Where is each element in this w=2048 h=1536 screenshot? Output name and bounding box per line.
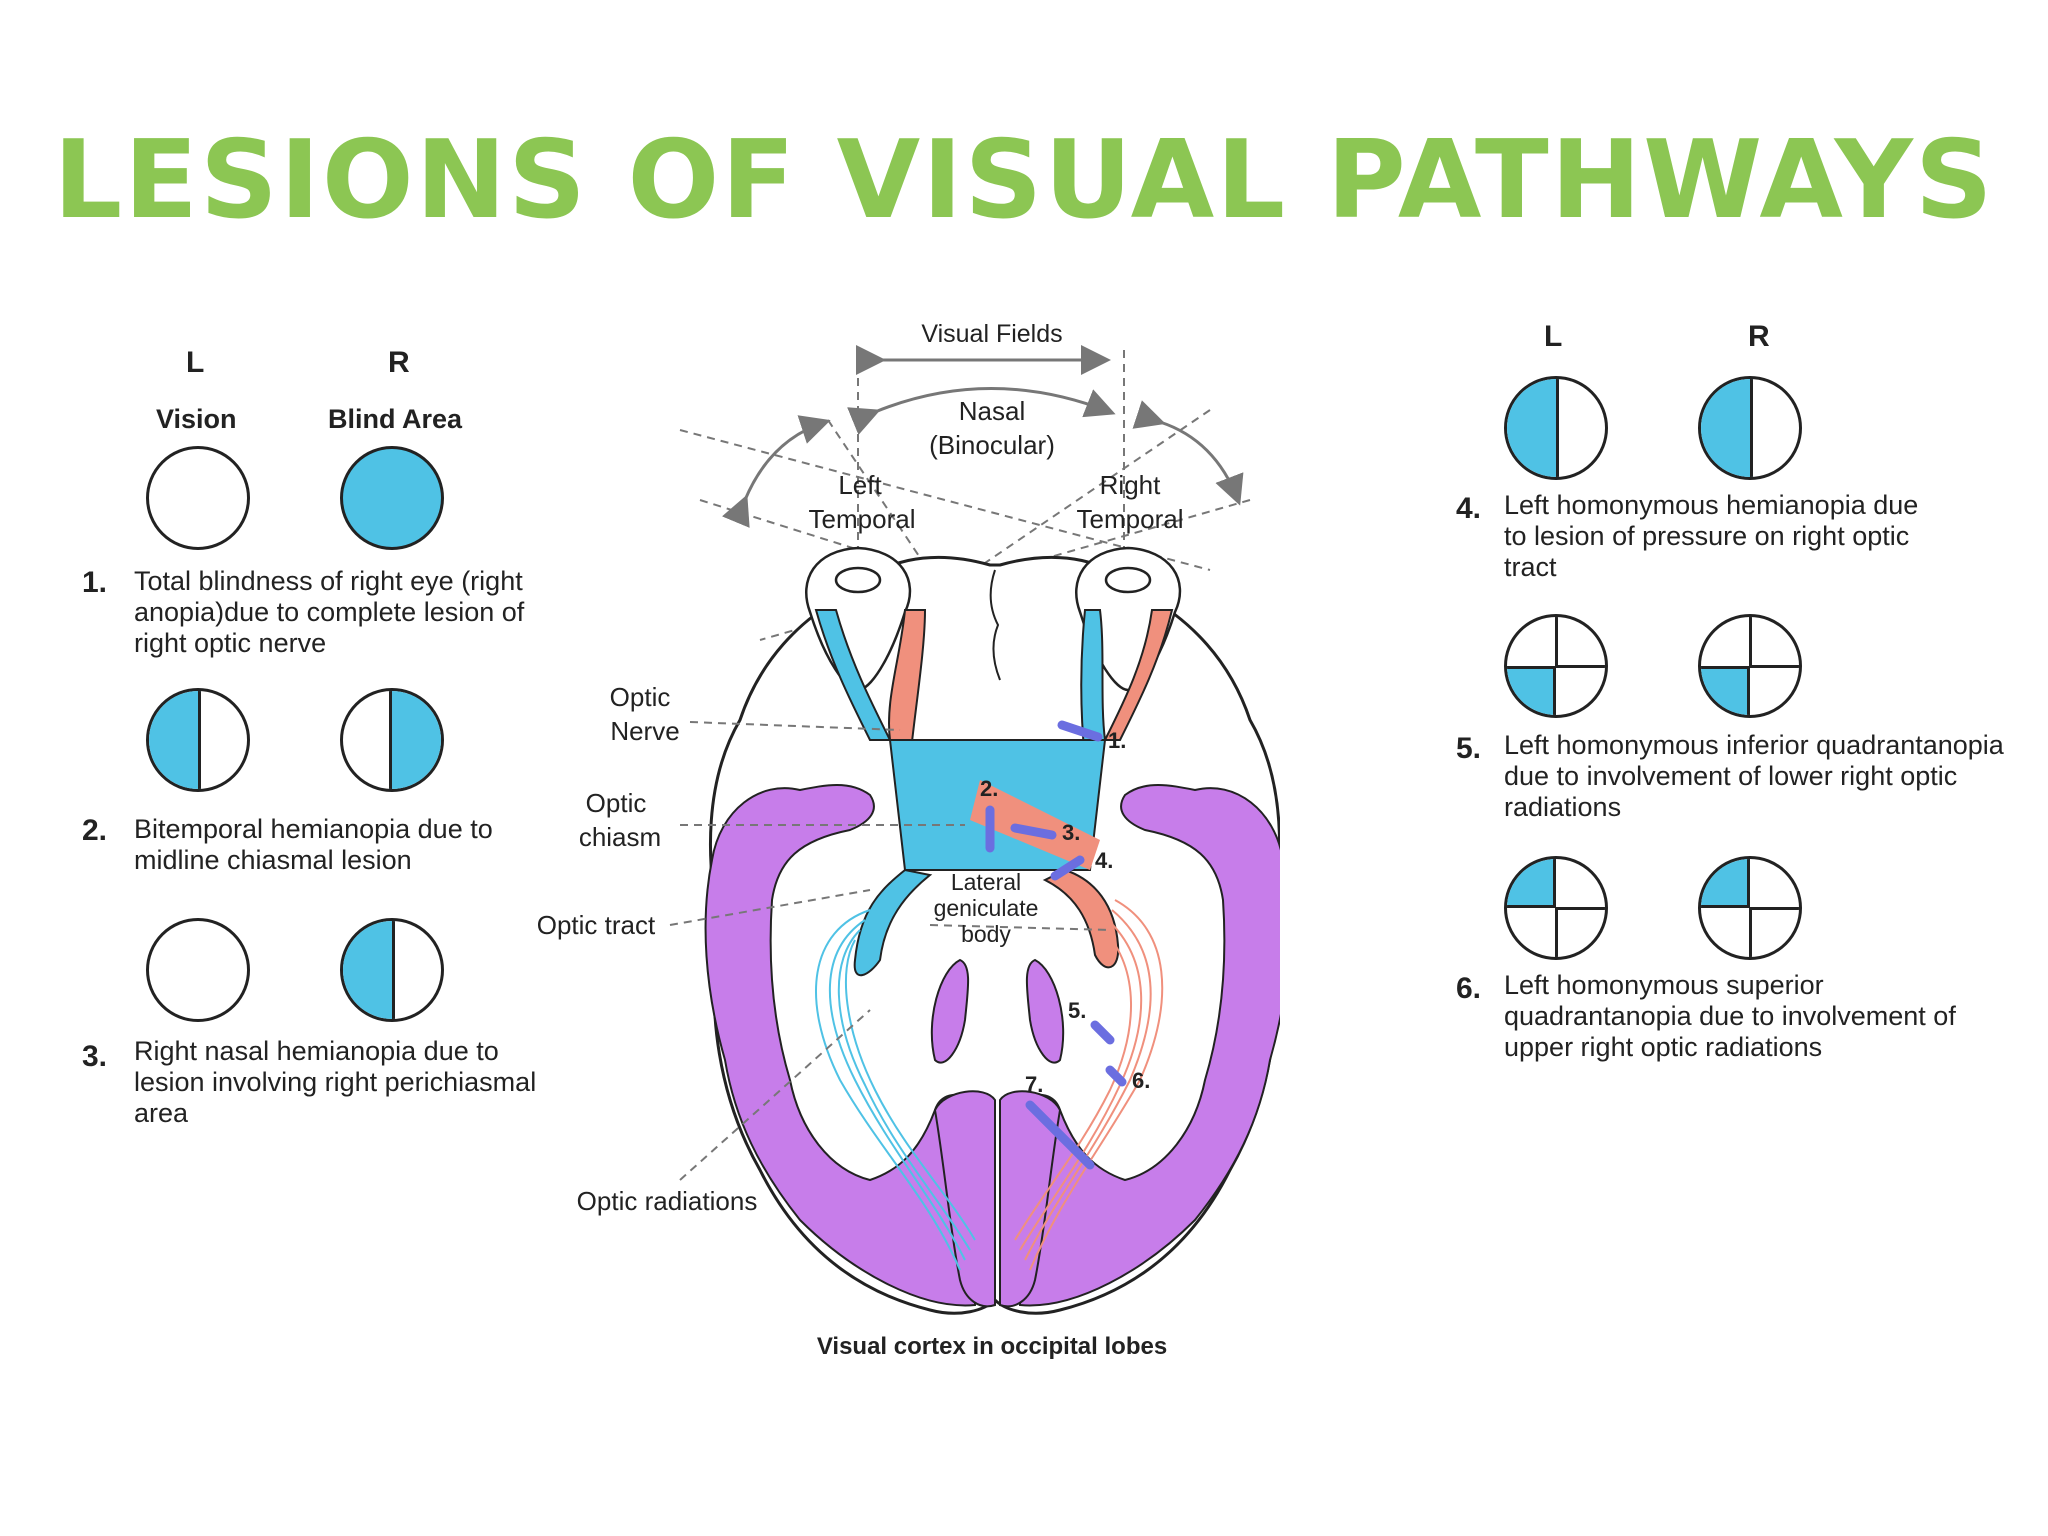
field-4-right-eye	[1698, 376, 1802, 480]
visual-pathway-diagram: Visual Fields Nasal (Binocular) Left Tem…	[537, 320, 1280, 1360]
label-optic-radiations: Optic radiations	[577, 1186, 758, 1216]
lesion-markers	[985, 720, 1127, 1170]
label-optic-chiasm-1: Optic	[586, 788, 647, 818]
label-visual-fields: Visual Fields	[921, 320, 1062, 348]
lesion-label-5: 5.	[1068, 998, 1086, 1023]
field-2-right-eye	[340, 688, 444, 792]
label-nasal: Nasal	[959, 396, 1025, 426]
right-col-label-r: R	[1748, 320, 1770, 353]
item-3-number: 3.	[82, 1040, 108, 1073]
label-binocular: (Binocular)	[929, 430, 1055, 460]
left-col-sub-blind: Blind Area	[328, 404, 463, 434]
label-lgb-1: Lateral	[951, 869, 1021, 895]
field-5-right-eye	[1698, 614, 1802, 718]
field-4-left-eye	[1504, 376, 1608, 480]
right-optic-tract	[1042, 868, 1120, 969]
lesion-label-7: 7.	[1025, 1072, 1043, 1097]
lesion-label-4: 4.	[1095, 848, 1113, 873]
item-3-description: Right nasal hemianopia due to lesion inv…	[134, 1036, 537, 1128]
label-optic-tract: Optic tract	[537, 910, 656, 940]
field-2-left-eye	[146, 688, 250, 792]
item-4-description: Left homonymous hemianopia due to lesion…	[1504, 490, 1919, 582]
field-6-right-eye	[1698, 856, 1802, 960]
item-2-number: 2.	[82, 814, 108, 847]
page-title: LESIONS OF VISUAL PATHWAYS	[53, 118, 1995, 243]
field-6-left-eye	[1504, 856, 1608, 960]
diagram-caption: Visual cortex in occipital lobes	[817, 1333, 1167, 1360]
cerebral-cortex	[704, 784, 1280, 1308]
field-3-right-eye	[340, 918, 444, 1022]
item-5-number: 5.	[1456, 732, 1482, 765]
item-6-description: Left homonymous superior quadrantanopia …	[1504, 970, 1956, 1062]
lesion-label-6: 6.	[1132, 1068, 1150, 1093]
label-pointers	[669, 721, 1111, 1181]
left-optic-radiations	[815, 909, 976, 1271]
left-col-label-r: R	[388, 346, 410, 379]
label-lgb-2: geniculate	[934, 895, 1039, 921]
lesion-marker-1	[1057, 720, 1103, 742]
item-2-description: Bitemporal hemianopia due to midline chi…	[134, 814, 493, 875]
field-3-left-eye	[146, 918, 250, 1022]
visual-field-arrows	[721, 345, 1244, 528]
item-4-number: 4.	[1456, 492, 1482, 525]
lesion-label-3: 3.	[1062, 820, 1080, 845]
field-5-left-eye	[1504, 614, 1608, 718]
midline-fissure	[989, 569, 1001, 681]
label-left-temporal-2: Temporal	[809, 504, 916, 534]
lesion-marker-3	[1010, 823, 1057, 840]
item-1-description: Total blindness of right eye (right anop…	[134, 566, 525, 658]
lesion-label-1: 1.	[1108, 728, 1126, 753]
label-optic-nerve-1: Optic	[610, 682, 671, 712]
field-1-left-eye	[146, 446, 250, 550]
label-optic-nerve-2: Nerve	[610, 716, 679, 746]
label-right-temporal-1: Right	[1100, 470, 1161, 500]
label-right-temporal-2: Temporal	[1077, 504, 1184, 534]
right-col-label-l: L	[1544, 320, 1563, 353]
left-col-label-l: L	[186, 346, 205, 379]
lesion-label-2: 2.	[980, 776, 998, 801]
lesion-marker-6	[1105, 1065, 1127, 1087]
item-1-number: 1.	[82, 566, 108, 599]
item-5-description: Left homonymous inferior quadrantanopia …	[1504, 730, 2004, 822]
item-6-number: 6.	[1456, 972, 1482, 1005]
label-left-temporal-1: Left	[838, 470, 882, 500]
left-col-sub-vision: Vision	[156, 404, 237, 434]
lesion-marker-7	[1025, 1100, 1095, 1170]
label-lgb-3: body	[961, 921, 1011, 947]
left-optic-tract	[853, 868, 933, 976]
lesion-marker-5	[1090, 1020, 1115, 1045]
field-1-right-eye	[340, 446, 444, 550]
lesion-marker-4	[1050, 855, 1085, 881]
label-optic-chiasm-2: chiasm	[579, 822, 661, 852]
